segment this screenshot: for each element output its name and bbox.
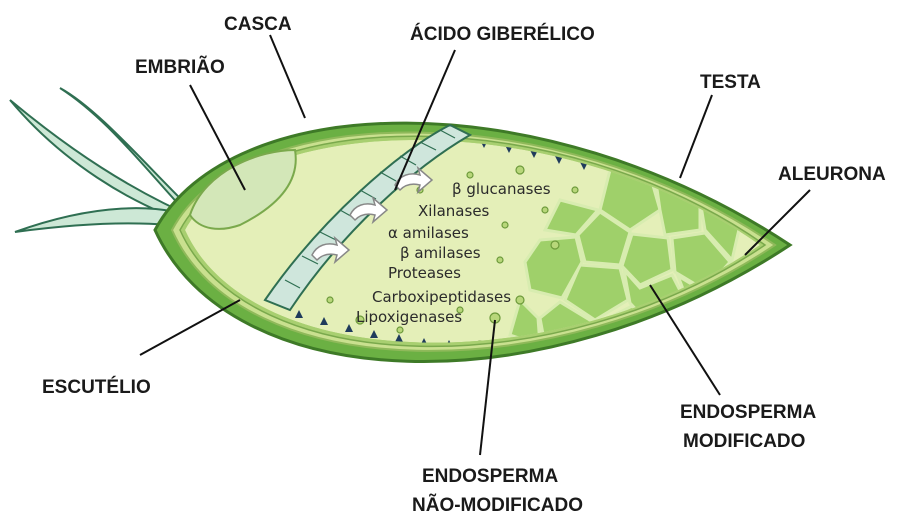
enzyme-xilanases: Xilanases — [418, 202, 490, 220]
enzyme-alpha-amilases: α amilases — [388, 224, 469, 242]
label-endosperma-modificado-line2: MODIFICADO — [683, 431, 805, 452]
label-casca: CASCA — [224, 14, 292, 35]
label-escutelio: ESCUTÉLIO — [42, 376, 151, 398]
enzyme-beta-amilases: β amilases — [400, 244, 481, 262]
enzyme-carboxipeptidases: Carboxipeptidases — [372, 288, 511, 306]
enzyme-beta-glucanases: β glucanases — [452, 180, 551, 198]
enzyme-lipoxigenases: Lipoxigenases — [356, 308, 462, 326]
label-aleurona: ALEURONA — [778, 164, 886, 185]
enzyme-proteases: Proteases — [388, 264, 461, 282]
label-acido-giberelico: ÁCIDO GIBERÉLICO — [410, 23, 595, 45]
label-embriao: EMBRIÃO — [135, 56, 225, 78]
label-endosperma-modificado-line1: ENDOSPERMA — [680, 402, 816, 423]
label-testa: TESTA — [700, 72, 761, 93]
label-endosperma-nao-modificado-line2: NÃO-MODIFICADO — [412, 494, 583, 516]
label-endosperma-nao-modificado-line1: ENDOSPERMA — [422, 466, 558, 487]
